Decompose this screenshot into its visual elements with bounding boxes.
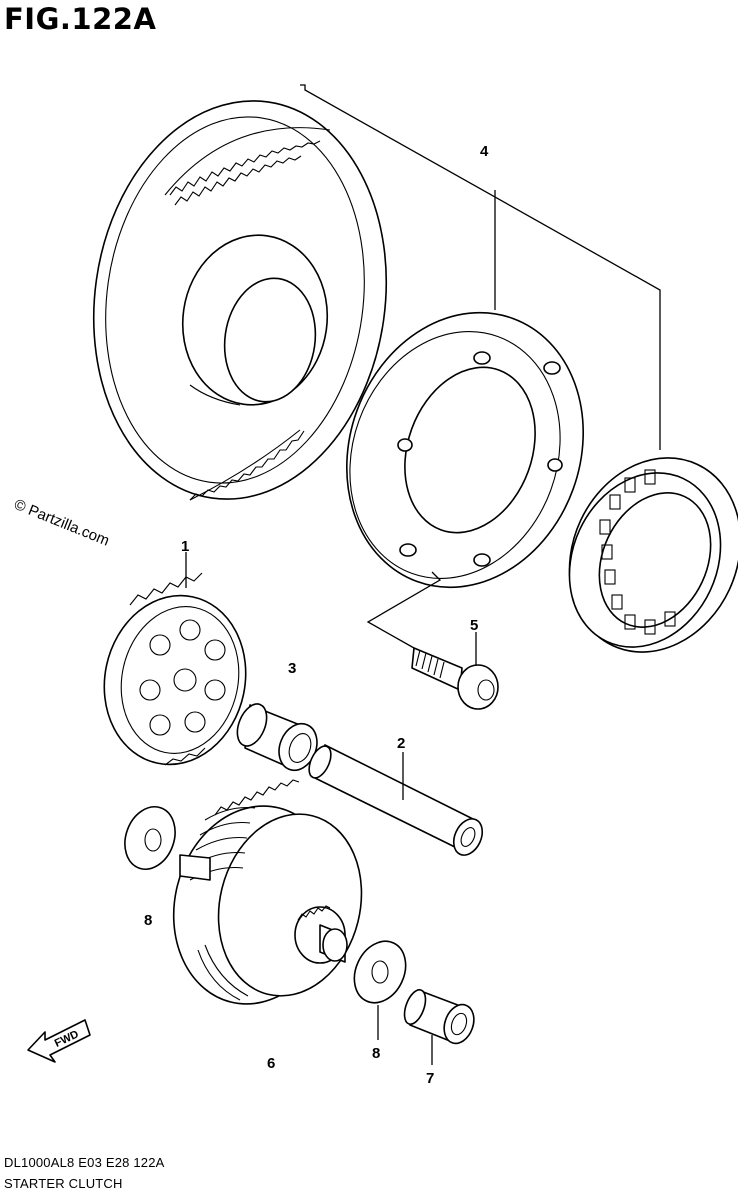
callout-8-lower: 8 bbox=[372, 1045, 380, 1062]
sprag-cells bbox=[599, 469, 676, 635]
starter-driven-gear bbox=[92, 100, 388, 501]
gear-teeth-top bbox=[169, 140, 321, 206]
callout-2: 2 bbox=[397, 735, 405, 752]
figure-code: DL1000AL8 E03 E28 122A bbox=[4, 1155, 165, 1170]
callout-3: 3 bbox=[288, 660, 296, 677]
idle-gear-holes bbox=[139, 619, 226, 736]
callout-7: 7 bbox=[426, 1070, 434, 1087]
part-8-washer-b bbox=[353, 940, 407, 1040]
callout-1: 1 bbox=[181, 538, 189, 555]
part-5-bolt bbox=[366, 571, 499, 710]
fwd-arrow-icon: FWD bbox=[27, 1019, 91, 1063]
figure-caption: STARTER CLUTCH bbox=[4, 1176, 123, 1191]
gear-teeth-bottom bbox=[189, 430, 305, 501]
callout-4: 4 bbox=[480, 143, 489, 160]
part-7-bushing bbox=[403, 989, 475, 1065]
starter-clutch-housing bbox=[346, 311, 584, 589]
part-4-bracket bbox=[300, 84, 661, 450]
part-1-idle-gear bbox=[103, 552, 247, 766]
part-3-bushing bbox=[236, 703, 318, 772]
callout-5: 5 bbox=[470, 617, 478, 634]
part-8-washer-a bbox=[124, 806, 176, 870]
housing-bolt-holes bbox=[397, 351, 563, 567]
part-6-gear-assembly bbox=[172, 779, 363, 1005]
one-way-clutch-ring bbox=[568, 457, 738, 653]
figure-title: FIG.122A bbox=[4, 2, 157, 36]
part-2-shaft bbox=[308, 744, 484, 856]
callout-8-upper: 8 bbox=[144, 912, 152, 929]
callout-6: 6 bbox=[267, 1055, 275, 1072]
